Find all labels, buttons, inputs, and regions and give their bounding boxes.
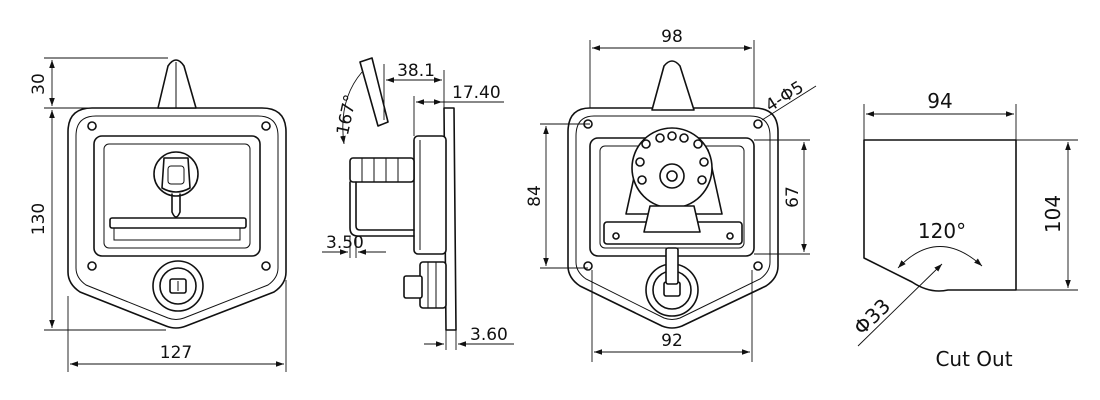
front-hole-bl — [87, 261, 97, 271]
side-bracket-inner — [355, 181, 415, 231]
side-lock-cam — [403, 275, 423, 299]
front-dim-handle-label: 30 — [29, 73, 49, 95]
rear-disc-hole-2 — [655, 133, 665, 143]
rear-disc-hole-7 — [699, 157, 709, 167]
front-lock-outer — [152, 260, 204, 312]
cutout-dim-diameter-label: Φ33 — [849, 294, 895, 340]
front-hole-tr — [261, 121, 271, 131]
side-dim-depth-label: 38.1 — [397, 61, 435, 81]
rear-disc-hole-3 — [667, 131, 677, 141]
cutout-outline — [863, 139, 1017, 292]
rear-dim-holes-label: 4-Φ5 — [762, 77, 808, 116]
rear-handle-tab — [651, 60, 695, 111]
front-latch-cam — [161, 157, 191, 193]
front-t-handle-bar — [109, 217, 247, 229]
cutout-view: 94 104 120° Φ33 Cut Out — [849, 89, 1078, 371]
side-lock-body — [419, 261, 447, 309]
rear-dim-width-top-label: 98 — [661, 27, 683, 47]
side-spindle — [349, 157, 415, 183]
front-handle-tab — [157, 59, 197, 109]
rear-hole-bl — [583, 261, 593, 271]
rear-latch-block — [643, 205, 701, 233]
cutout-angle-arc — [897, 246, 983, 269]
front-view: 30 130 127 — [29, 57, 287, 372]
front-plate-outline — [67, 107, 287, 329]
side-handle-tab — [359, 57, 389, 127]
side-dim-bracket-label: 3.50 — [326, 233, 364, 253]
rear-bar-hole-r — [726, 232, 734, 240]
rear-disc-hole-6 — [635, 157, 645, 167]
rear-dim-height-right-label: 67 — [783, 186, 803, 208]
front-hole-br — [261, 261, 271, 271]
front-hole-tl — [87, 121, 97, 131]
front-latch-slot — [167, 165, 185, 185]
cutout-dim-angle-label: 120° — [918, 219, 966, 243]
rear-dim-height-left-label: 84 — [525, 185, 545, 207]
rear-disc-hole-5 — [693, 139, 703, 149]
front-t-handle-lip — [113, 228, 241, 241]
front-dim-width-label: 127 — [160, 343, 192, 363]
rear-lock-arm — [665, 247, 679, 285]
rear-disc-hole-1 — [641, 139, 651, 149]
front-recess — [93, 135, 261, 257]
rear-disc-hole-4 — [679, 133, 689, 143]
front-dim-height-label: 130 — [29, 203, 49, 235]
rear-disc-hole-9 — [697, 175, 707, 185]
cutout-diameter-leader — [857, 263, 943, 347]
side-angle-arc — [340, 71, 363, 145]
side-body — [413, 135, 447, 255]
front-recess-inner — [103, 143, 251, 249]
cutout-caption: Cut Out — [935, 347, 1012, 371]
side-dim-flange-label: 3.60 — [470, 325, 508, 345]
rear-plate-outline — [567, 107, 779, 329]
side-dim-angle-label: 167° — [333, 93, 361, 137]
rear-cam-center — [659, 163, 685, 189]
rear-dim-holes-leader — [761, 85, 817, 121]
front-plate-inner-outline — [75, 115, 279, 320]
rear-disc-hole-8 — [637, 175, 647, 185]
front-latch-hub — [153, 151, 199, 197]
side-bracket — [349, 181, 415, 237]
rear-cam-pin — [666, 170, 678, 182]
rear-dim-width-bottom-label: 92 — [661, 331, 683, 351]
front-lock-inner — [159, 267, 197, 305]
rear-hole-br — [753, 261, 763, 271]
side-view: 167° 38.1 17.40 3.50 3. — [322, 57, 514, 350]
rear-hole-tr — [753, 119, 763, 129]
rear-bar-hole-l — [612, 232, 620, 240]
cutout-dim-width-label: 94 — [927, 89, 952, 113]
side-dim-offset-label: 17.40 — [452, 83, 501, 103]
front-latch-stem — [171, 193, 181, 218]
rear-view: 98 4-Φ5 84 67 92 — [525, 27, 817, 362]
cutout-dim-height-label: 104 — [1041, 195, 1065, 233]
rear-plate-inner-outline — [575, 115, 771, 320]
